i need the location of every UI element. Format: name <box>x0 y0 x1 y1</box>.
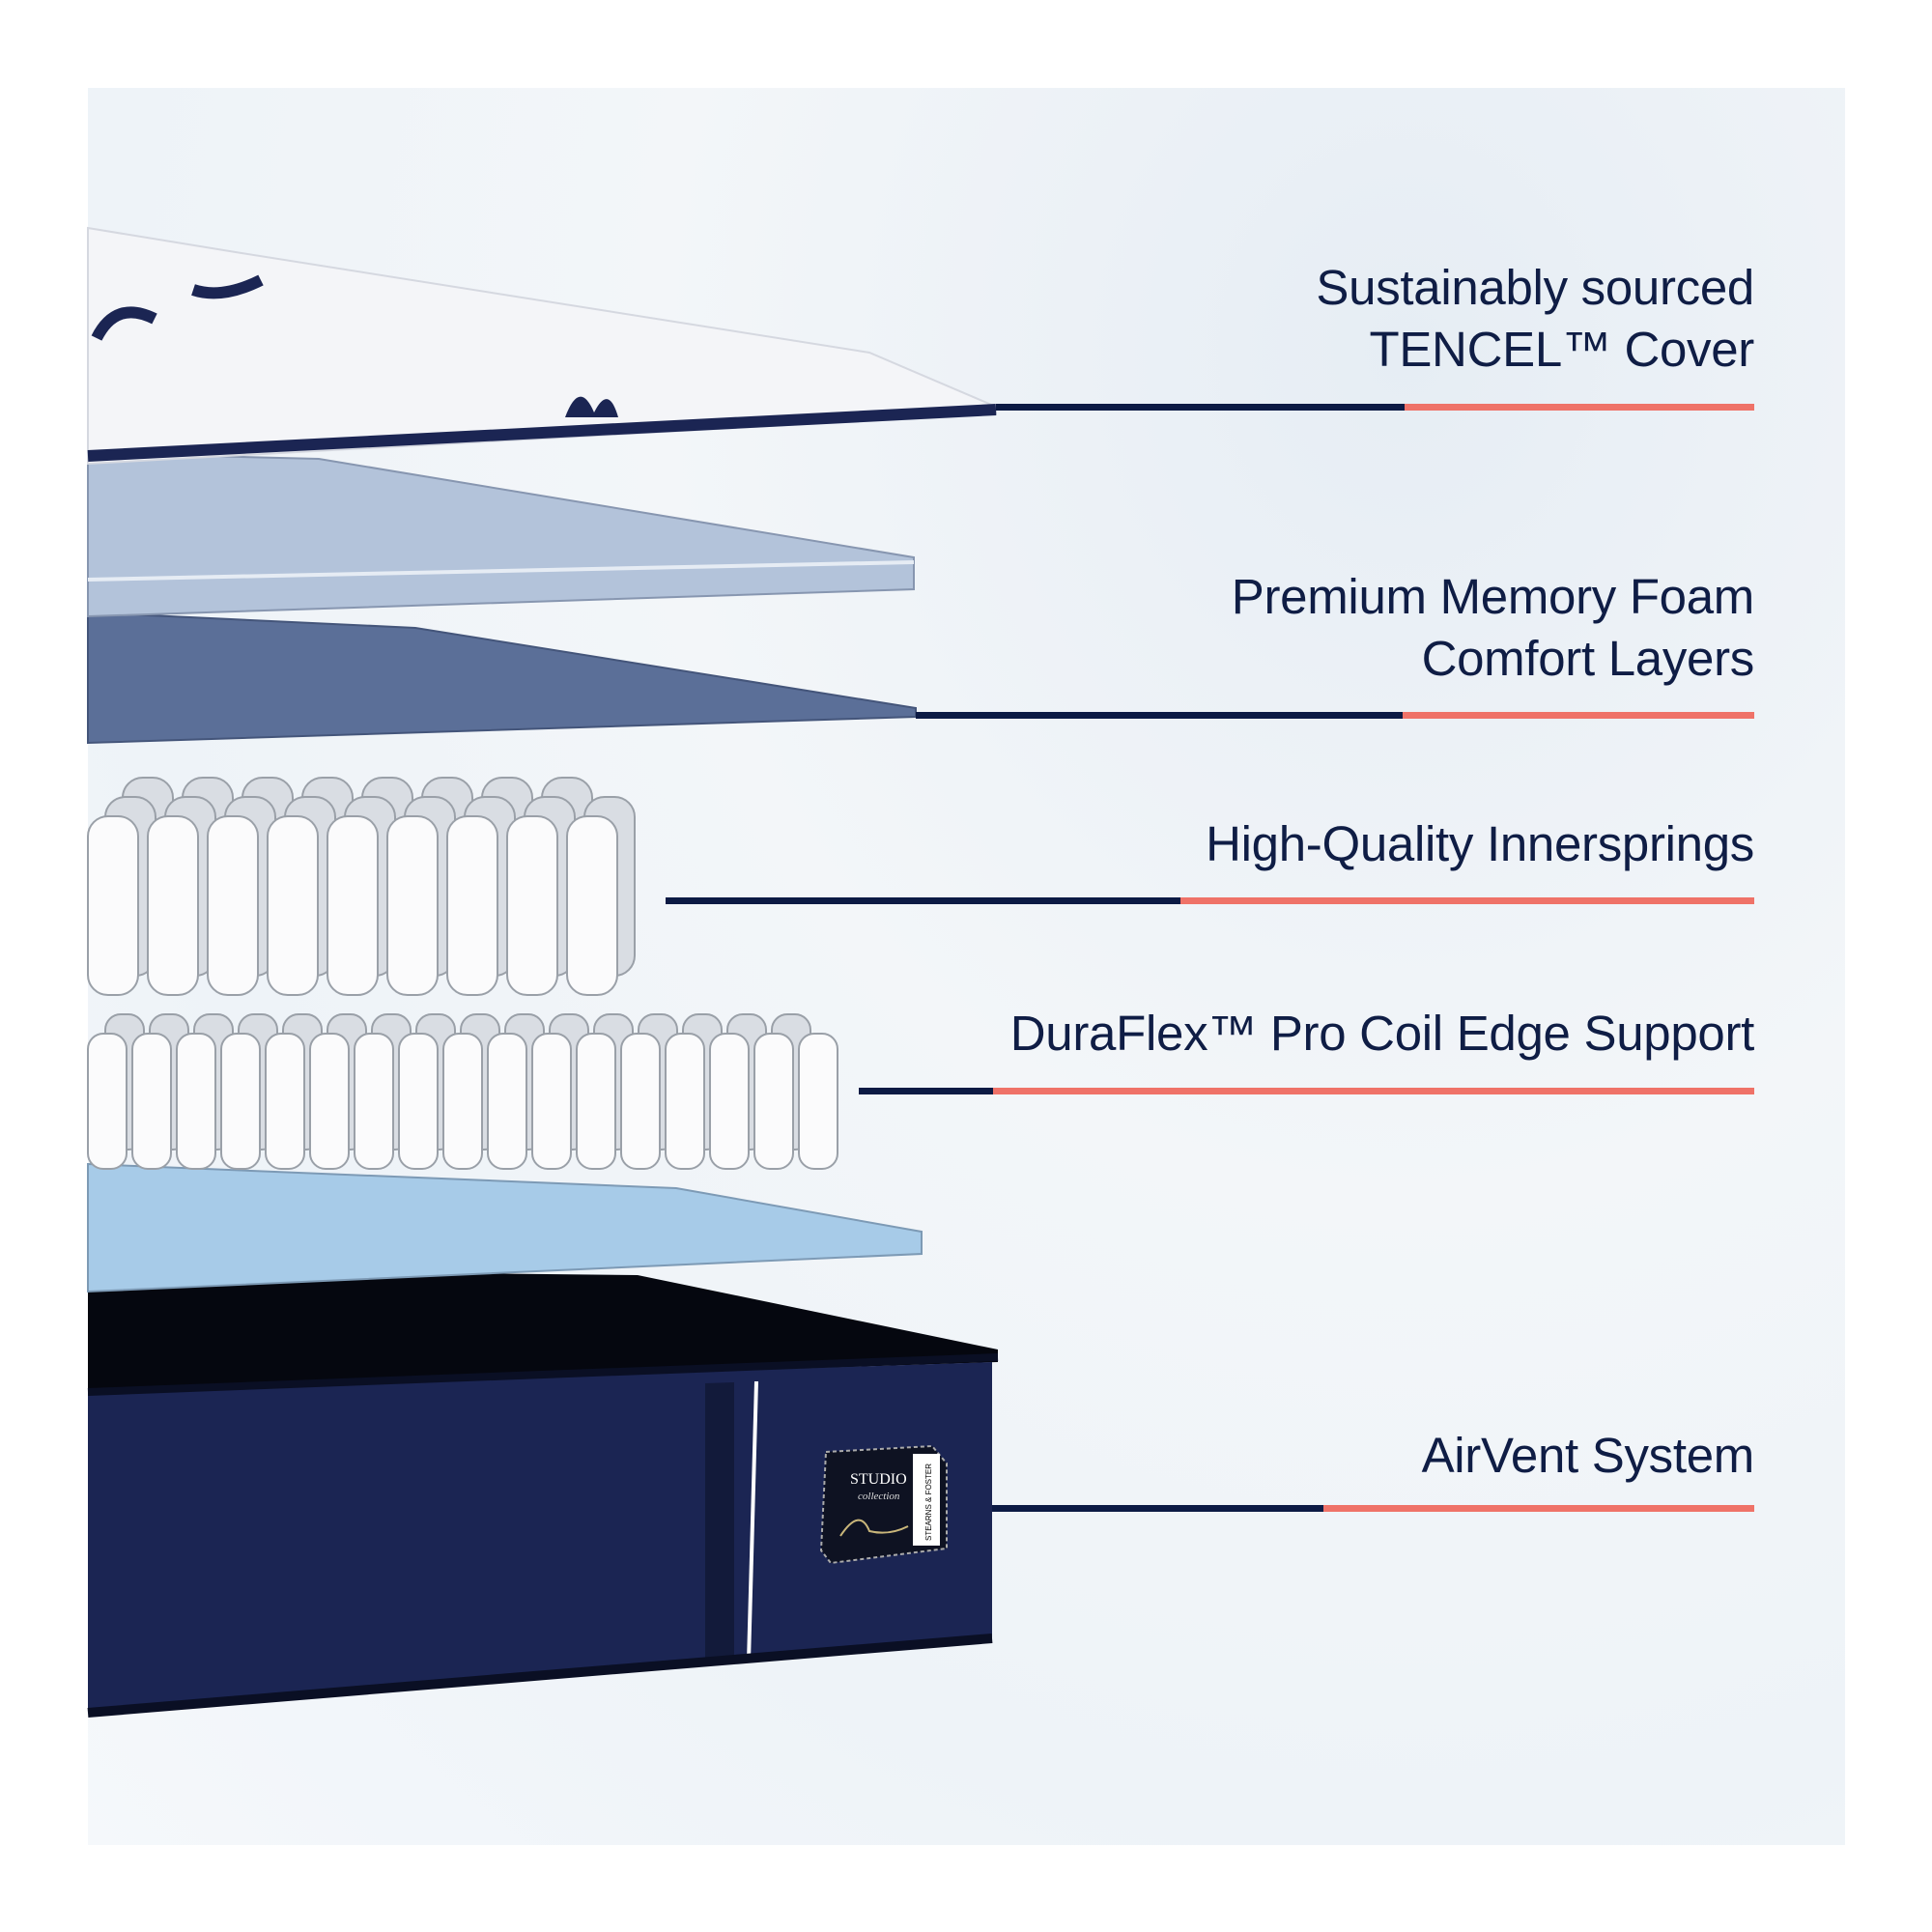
coil <box>506 815 558 996</box>
coil <box>709 1033 750 1170</box>
coil <box>131 1033 172 1170</box>
coil <box>207 815 259 996</box>
base-foam-layer <box>87 1162 923 1293</box>
coil <box>665 1033 705 1170</box>
callout-innersprings: High-Quality Innersprings <box>1206 813 1754 875</box>
callout-text: AirVent System <box>1421 1428 1755 1483</box>
callout-text: DuraFlex™ Pro Coil Edge Support <box>1009 1006 1755 1061</box>
svg-text:STUDIO: STUDIO <box>850 1471 907 1488</box>
tencel-cover-layer <box>87 226 997 466</box>
coil <box>87 1033 128 1170</box>
callout-edge-support: DuraFlex™ Pro Coil Edge Support <box>1009 1003 1755 1065</box>
coil <box>267 815 319 996</box>
coil <box>220 1033 261 1170</box>
callout-text: Sustainably sourced <box>1316 260 1754 315</box>
coil <box>753 1033 794 1170</box>
coil <box>327 815 379 996</box>
svg-text:STEARNS & FOSTER: STEARNS & FOSTER <box>924 1463 933 1541</box>
leader-line-innersprings <box>666 897 1754 904</box>
coil <box>309 1033 350 1170</box>
coil <box>620 1033 661 1170</box>
coil <box>176 1033 216 1170</box>
coil <box>87 815 139 996</box>
svg-text:collection: collection <box>858 1491 900 1502</box>
callout-text: High-Quality Innersprings <box>1206 816 1754 871</box>
coil <box>576 1033 616 1170</box>
callout-tencel-cover: Sustainably sourced TENCEL™ Cover <box>1316 257 1754 381</box>
coil <box>566 815 618 996</box>
mattress-base <box>87 1269 999 1718</box>
coil <box>446 815 498 996</box>
edge-support-coils <box>87 1013 838 1170</box>
coil <box>386 815 439 996</box>
callout-memory-foam: Premium Memory Foam Comfort Layers <box>1231 566 1755 690</box>
coil <box>354 1033 394 1170</box>
callout-airvent: AirVent System <box>1421 1425 1755 1487</box>
coil <box>798 1033 838 1170</box>
callout-text: Premium Memory Foam <box>1231 569 1755 624</box>
callout-text: Comfort Layers <box>1421 631 1755 686</box>
leader-line-cover <box>996 404 1754 411</box>
leader-line-foam <box>916 712 1754 719</box>
airvent-tag: STUDIO collection STEARNS & FOSTER <box>819 1444 948 1565</box>
innerspring-coils <box>87 777 636 996</box>
coil <box>398 1033 439 1170</box>
memory-foam-dark-layer <box>87 611 917 745</box>
leader-line-airvent <box>992 1505 1754 1512</box>
coil <box>531 1033 572 1170</box>
coil <box>442 1033 483 1170</box>
leader-line-edge-support <box>859 1088 1754 1094</box>
memory-foam-light-layer <box>87 451 915 618</box>
coil <box>487 1033 527 1170</box>
coil <box>265 1033 305 1170</box>
callout-text: TENCEL™ Cover <box>1369 322 1754 377</box>
coil <box>147 815 199 996</box>
